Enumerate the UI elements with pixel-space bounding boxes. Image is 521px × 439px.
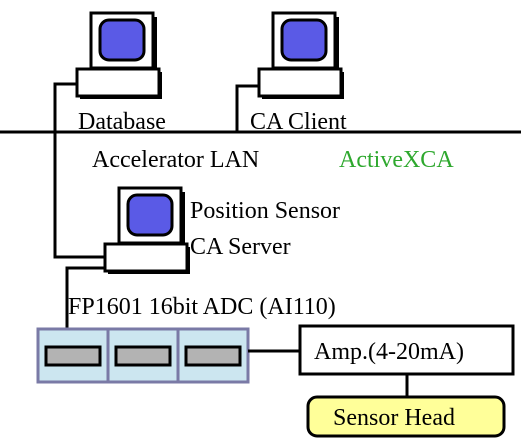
database-computer-icon xyxy=(75,11,164,101)
adc-label: FP1601 16bit ADC (AI110) xyxy=(68,294,336,320)
ca-client-link xyxy=(235,84,259,132)
sensor-head-label: Sensor Head xyxy=(333,405,455,431)
ca-client-computer-icon xyxy=(257,11,346,101)
activexca-label: ActiveXCA xyxy=(339,147,454,173)
adc-slot-3 xyxy=(184,345,242,367)
position-sensor-server-icon xyxy=(103,186,192,276)
database-link xyxy=(53,82,105,259)
adc-module xyxy=(36,327,250,384)
accelerator-lan-label: Accelerator LAN xyxy=(92,147,259,173)
position-sensor-label: Position Sensor xyxy=(190,198,340,224)
amp-label: Amp.(4-20mA) xyxy=(314,339,464,365)
database-label: Database xyxy=(78,109,166,135)
amp-box xyxy=(298,324,515,376)
server-to-adc-link xyxy=(65,266,105,329)
ca-server-label: CA Server xyxy=(190,234,291,260)
adc-slot-1 xyxy=(44,345,102,367)
adc-slot-2 xyxy=(114,345,172,367)
ca-client-label: CA Client xyxy=(250,109,347,135)
sensor-head-box xyxy=(306,395,506,438)
